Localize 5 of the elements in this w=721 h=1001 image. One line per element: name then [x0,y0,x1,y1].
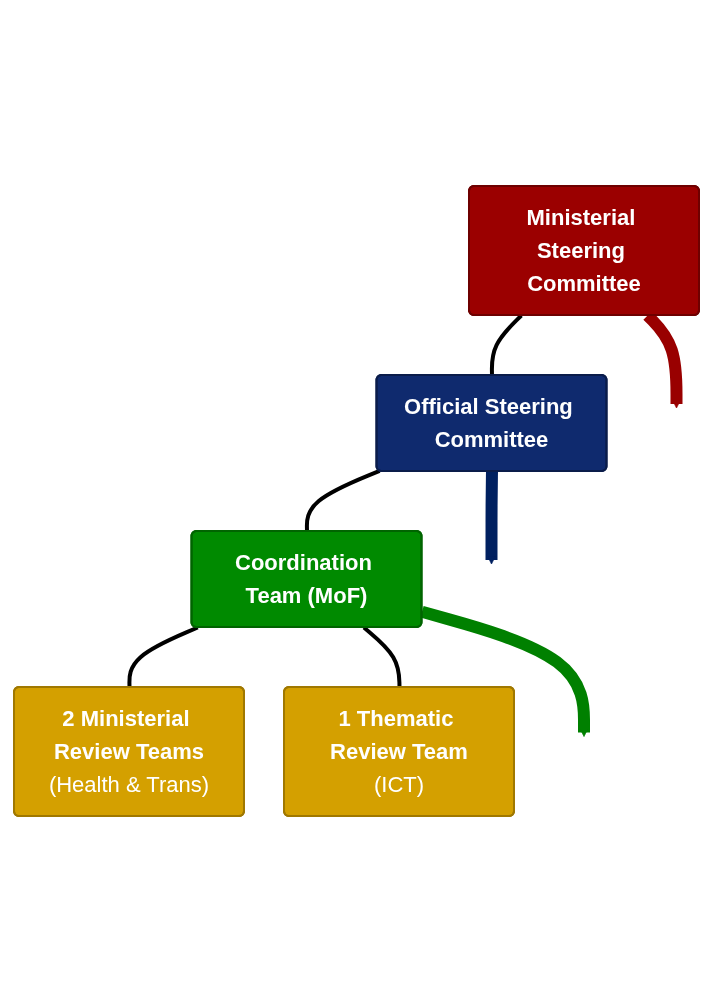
connector [305,468,381,532]
connector [490,313,524,376]
arrow [485,469,499,564]
connector [362,625,402,688]
connector [127,625,199,688]
